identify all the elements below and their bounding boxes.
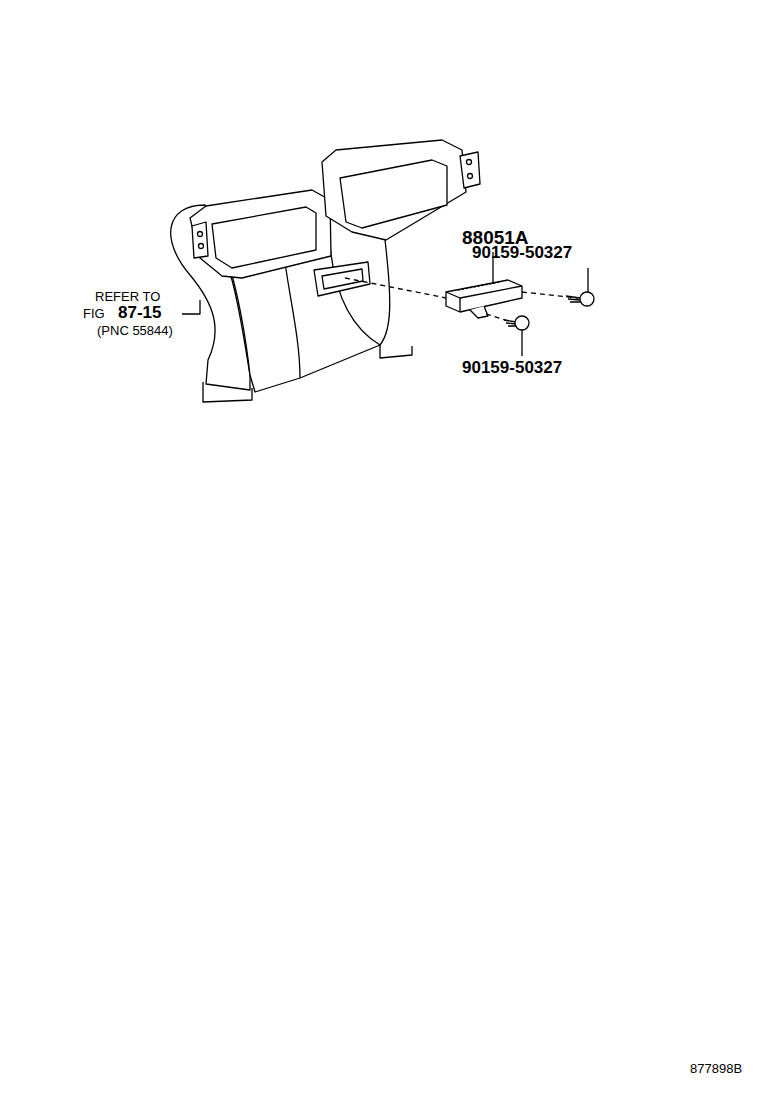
outlet-left [190,190,331,278]
outlet-opening [340,160,447,228]
duct-edge [380,240,390,345]
illustration-id: 877898B [690,1062,742,1075]
reference-note: FIG [83,307,105,320]
leader-line [182,300,200,314]
sensor-lug [470,306,488,318]
mount-tab [192,222,208,258]
outlet-right [322,140,466,240]
part-number: 90159-50327 [462,359,562,376]
sensor-opening [322,269,363,289]
leader-line [521,330,522,356]
screw-thread [566,296,580,302]
screw-head [515,316,529,330]
leader-line [587,268,588,292]
base-flange [380,345,412,358]
tab-hole [199,244,204,249]
reference-note: (PNC 55844) [97,324,173,337]
sensor-pins [458,282,500,290]
part-number: 90159-50327 [472,244,572,261]
tab-hole [467,160,472,165]
sensor-edge [446,286,522,298]
tab-hole [198,232,203,237]
screw-thread [504,320,516,326]
sensor-edge [459,298,460,312]
tab-hole [468,174,473,179]
sensor-opening [314,262,370,296]
figure-number: 87-15 [118,304,161,321]
reference-note: REFER TO [95,290,160,303]
screw-head [580,292,594,306]
assembly-line [345,278,446,298]
duct-edge [285,262,300,378]
mount-tab [460,152,480,188]
outlet-opening [212,207,316,268]
